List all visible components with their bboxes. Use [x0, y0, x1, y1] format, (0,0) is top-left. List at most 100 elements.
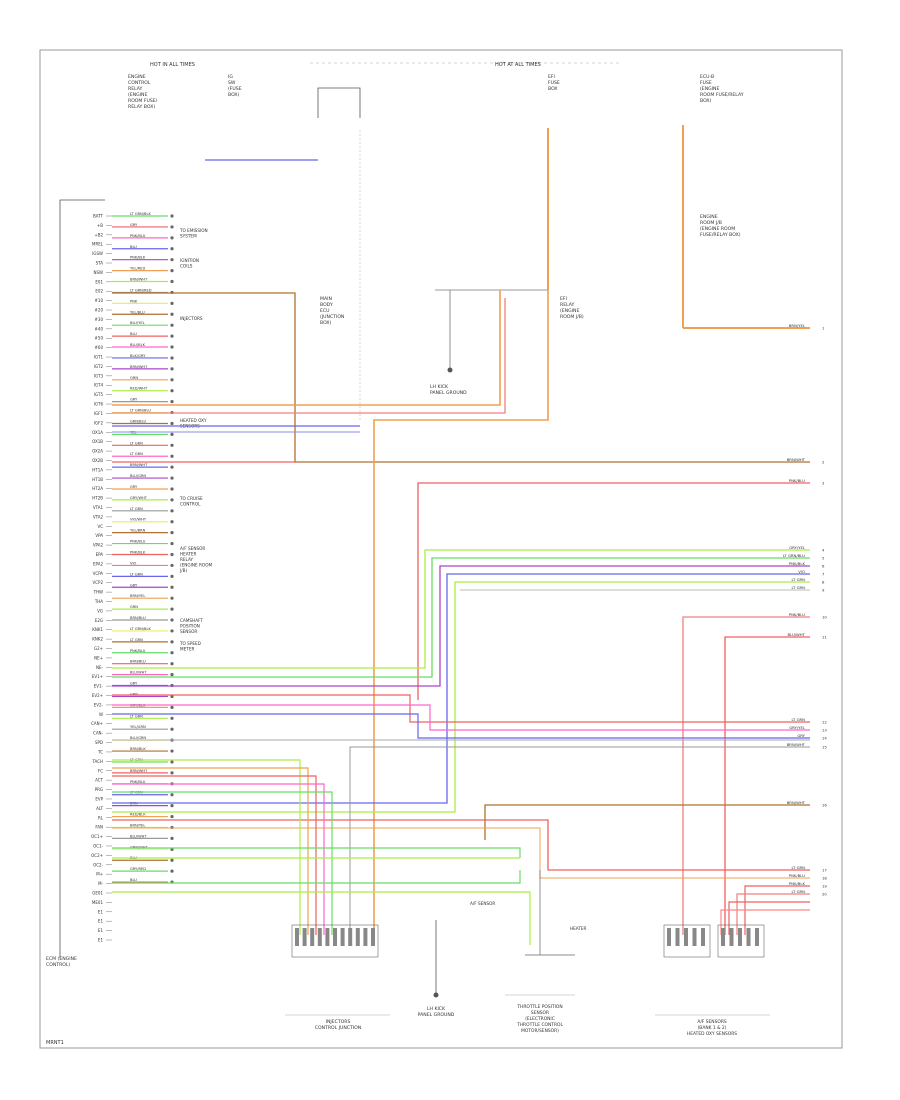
- wire-magenta: [112, 704, 810, 731]
- header-right-label: HOT AT ALL TIMES: [495, 62, 541, 68]
- right-wire-ref: 4: [822, 548, 825, 553]
- sub-component-line: HEATED OXY: [180, 418, 207, 423]
- ecm-pin-label: M+: [96, 872, 103, 877]
- ecm-pin-label: MREL: [92, 242, 104, 247]
- ecm-wire-color: LT GRN: [130, 572, 143, 576]
- wire-rb-3: [728, 901, 810, 935]
- right-wire-label: LT GRN: [791, 585, 805, 590]
- splice-dot: [170, 607, 174, 611]
- af-sensor-line: HEATED OXY SENSORS: [687, 1031, 737, 1037]
- ecm-pin-label: EV1-: [94, 684, 104, 689]
- splice-dot: [170, 279, 174, 284]
- main-body-ecu-line: BOX): [320, 320, 332, 326]
- ecm-wire-color: GRY/WHT: [130, 496, 148, 500]
- splice-dot: [170, 476, 174, 480]
- sub-component-line: POSITION: [180, 624, 200, 629]
- ecm-pin-label: NSW: [94, 270, 104, 275]
- right-wire-label: GRY/YEL: [789, 725, 806, 730]
- wire-rb-4: [720, 909, 810, 935]
- engine-control-relay-line: ROOM FUSE/: [128, 98, 158, 104]
- ecm-pin-label: HT2A: [92, 486, 103, 491]
- ecm-wire-color: PNK: [130, 299, 138, 303]
- wire-green-lower-4: [112, 891, 531, 945]
- connector-pin: [333, 928, 337, 946]
- sub-component-line: J/B): [179, 568, 188, 573]
- efi-relay-line: (ENGINE: [560, 308, 579, 314]
- ecm-pin-label: RL: [98, 815, 104, 820]
- sub-component-line: RELAY: [180, 557, 194, 562]
- ecm-pin-label: E1: [98, 928, 104, 933]
- wire-bundle-1: [112, 549, 810, 669]
- ecu-b-fuse-line: ROOM FUSE/RELAY: [700, 92, 744, 98]
- ecm-wire-color: GRY: [130, 398, 138, 402]
- ecm-pin-label: HT1A: [92, 467, 103, 472]
- ecm-wire-color: BRN/WHT: [130, 463, 148, 467]
- ecm-pin-label: IGT5: [94, 392, 104, 397]
- right-wire-label: LT GRN: [791, 577, 805, 582]
- ecm-wire-color: GRY: [130, 583, 138, 587]
- ecm-wire-color: LT GRN: [130, 714, 143, 718]
- ecm-pin-label: #60: [95, 345, 104, 350]
- wire-rb-2: [736, 893, 810, 935]
- ecm-pin-label: BATT: [93, 214, 104, 219]
- wire-down-5: [112, 791, 333, 935]
- splice-dot: [170, 268, 174, 273]
- ecm-wire-color: BRN/WHT: [130, 769, 148, 773]
- ecu-b-fuse-line: ECU-B: [700, 74, 714, 80]
- connector-pin: [310, 928, 315, 946]
- right-wire-label: BRN/WHT: [787, 457, 806, 462]
- connector-pin: [371, 928, 375, 946]
- splice-dot: [170, 498, 174, 502]
- throttle-sensor-line: THROTTLE POSITION: [516, 1004, 562, 1010]
- engine-control-relay-line: (ENGINE: [128, 92, 147, 98]
- ecm-wire-color: ORN/WHT: [130, 845, 148, 849]
- sub-component-line: CAMSHAFT: [180, 618, 203, 623]
- ecm-wire-color: BLU: [130, 332, 137, 336]
- wire-bundle-3: [112, 565, 810, 687]
- ecm-pin-label: E1: [98, 938, 104, 943]
- splice-dot: [170, 312, 174, 316]
- ecm-pin-label: STA: [96, 261, 104, 266]
- splice-dot: [170, 640, 174, 644]
- connector-pin: [684, 928, 688, 946]
- ecm-wire-color: BLU/GRN: [130, 474, 146, 478]
- ground-symbol-bottom: [433, 920, 439, 998]
- ecm-wire-color: VIO/WHT: [130, 518, 147, 522]
- ecm-pin-label: KNK2: [92, 637, 103, 642]
- right-wire-label: LT GRN: [791, 717, 805, 722]
- ecm-pin-label: THA: [94, 599, 103, 604]
- ecm-pin-label: IGT3: [94, 373, 104, 378]
- ecm-wire-color: LT GRN/BLK: [130, 627, 151, 631]
- ecm-pin-label: HT2B: [92, 496, 103, 501]
- injectors-label-line: CONTROL JUNCTION: [315, 1025, 361, 1031]
- right-wire-label: LT GRN: [791, 865, 805, 870]
- connector-pin: [302, 928, 307, 946]
- right-wire-ref: 14: [822, 736, 827, 741]
- ecm-wire-color: PNK/BLU: [130, 540, 146, 544]
- ecm-pin-label: VCP2: [93, 580, 104, 585]
- ecm-pin-label: #40: [95, 326, 104, 331]
- engine-control-relay-line: RELAY: [128, 86, 143, 92]
- splice-dot: [170, 760, 174, 764]
- right-wire-label: PNK/BLU: [789, 612, 805, 617]
- ecm-pin-label: CAN+: [91, 721, 103, 726]
- splice-dot: [170, 836, 174, 841]
- ecm-pin-label: #50: [95, 336, 104, 341]
- diagram-frame: [39, 49, 843, 1049]
- sub-component-line: TO EMISSION: [179, 228, 208, 233]
- wire-right-pink-2: [724, 636, 810, 935]
- ecm-wire-color: LT GRN: [130, 452, 143, 456]
- ecm-pin-label: VCPA: [93, 571, 104, 576]
- ground-dot: [447, 367, 453, 373]
- sub-component-line: INJECTORS: [180, 316, 203, 321]
- ecm-pin-label: IGT6: [94, 402, 104, 407]
- header-left-label: HOT IN ALL TIMES: [150, 62, 195, 68]
- ecm-pin-label: OC1+: [91, 834, 103, 839]
- splice-dot: [170, 367, 174, 371]
- efi-relay-line: EFI: [560, 296, 567, 302]
- ecm-pin-label: THW: [93, 590, 103, 595]
- efi-relay-line: RELAY: [560, 302, 575, 308]
